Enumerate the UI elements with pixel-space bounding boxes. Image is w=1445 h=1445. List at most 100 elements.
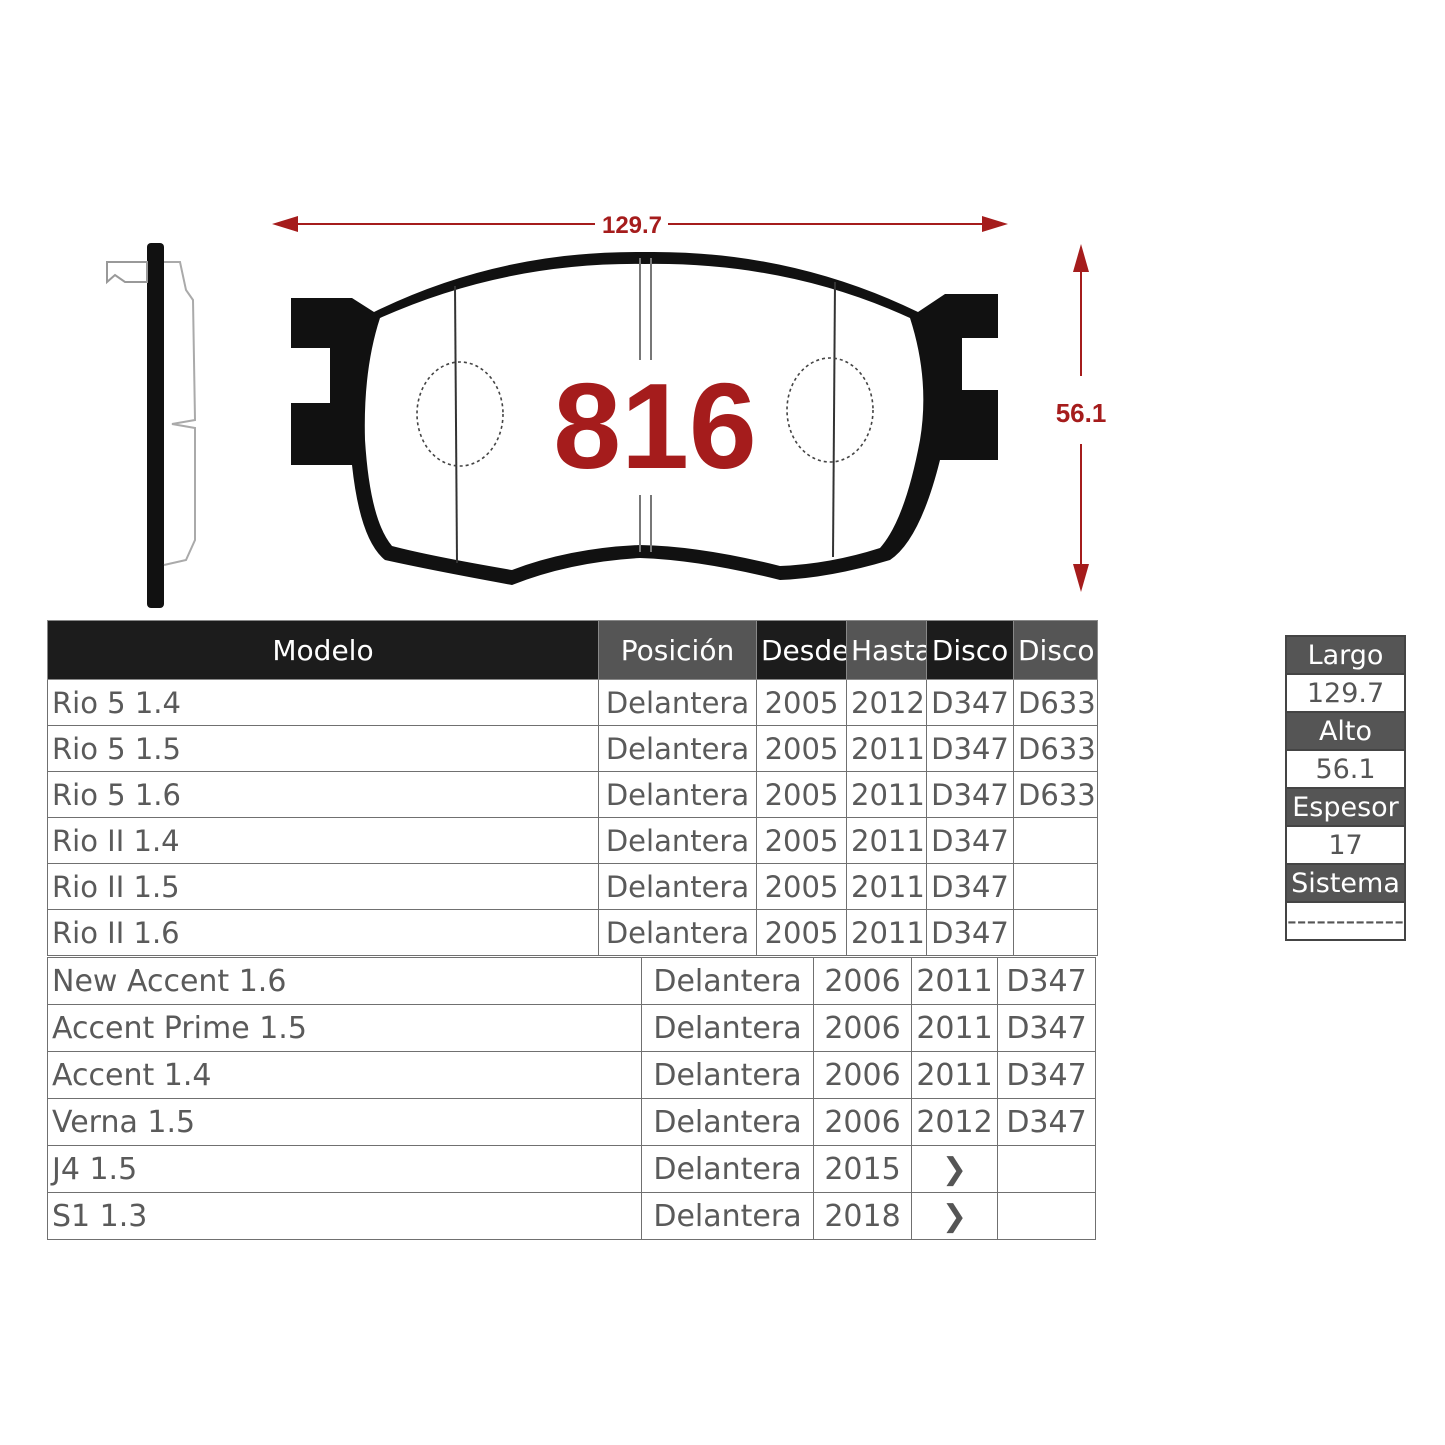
- cell-modelo: Rio 5 1.5: [47, 725, 599, 772]
- cell-desde: 2005: [756, 863, 847, 910]
- cell-desde: 2005: [756, 771, 847, 818]
- table-row: Accent Prime 1.5 Delantera 2006 2011 D34…: [47, 1004, 1096, 1052]
- brake-pad-diagram: 129.7 56.1 816: [106, 212, 1107, 608]
- height-label: 56.1: [1056, 398, 1107, 428]
- cell-disco: D347: [997, 1098, 1096, 1146]
- table-row: Rio 5 1.6 Delantera 2005 2011 D347 D633: [47, 771, 1098, 818]
- cell-posicion: Delantera: [641, 1098, 814, 1146]
- cell-posicion: Delantera: [641, 1004, 814, 1052]
- table-row: New Accent 1.6 Delantera 2006 2011 D347: [47, 957, 1096, 1005]
- spec-alto-label: Alto: [1285, 711, 1406, 751]
- table-row: Rio 5 1.5 Delantera 2005 2011 D347 D633: [47, 725, 1098, 772]
- cell-disco: [997, 1145, 1096, 1193]
- cell-disco: D347: [926, 771, 1014, 818]
- chevron-right-icon: ❯: [941, 1151, 968, 1187]
- cell-desde: 2015: [813, 1145, 912, 1193]
- cell-desde: 2018: [813, 1192, 912, 1240]
- cell-modelo: Rio 5 1.4: [47, 679, 599, 726]
- chevron-right-icon: ❯: [941, 1198, 968, 1234]
- header-modelo: Modelo: [47, 620, 599, 680]
- cell-disco-2: [1013, 909, 1098, 956]
- cell-hasta: ❯: [911, 1145, 998, 1193]
- table-row: Accent 1.4 Delantera 2006 2011 D347: [47, 1051, 1096, 1099]
- cell-posicion: Delantera: [641, 1145, 814, 1193]
- cell-posicion: Delantera: [641, 1192, 814, 1240]
- cell-desde: 2005: [756, 725, 847, 772]
- cell-disco: D347: [997, 1051, 1096, 1099]
- pad-front-view: 816: [291, 251, 998, 585]
- cell-hasta: 2011: [846, 863, 927, 910]
- spec-table: Largo 129.7 Alto 56.1 Espesor 17 Sistema…: [1285, 635, 1406, 941]
- table-row: Rio II 1.4 Delantera 2005 2011 D347: [47, 817, 1098, 864]
- spec-largo-value: 129.7: [1285, 673, 1406, 713]
- width-label: 129.7: [602, 212, 662, 239]
- table-row: J4 1.5 Delantera 2015 ❯: [47, 1145, 1096, 1193]
- cell-disco: D347: [926, 909, 1014, 956]
- cell-desde: 2006: [813, 1098, 912, 1146]
- cell-posicion: Delantera: [641, 957, 814, 1005]
- cell-disco: D347: [926, 863, 1014, 910]
- cell-desde: 2005: [756, 909, 847, 956]
- cell-hasta: 2011: [911, 1004, 998, 1052]
- table-row: S1 1.3 Delantera 2018 ❯: [47, 1192, 1096, 1240]
- pad-side-profile: [106, 243, 197, 608]
- table-row: Rio II 1.6 Delantera 2005 2011 D347: [47, 909, 1098, 956]
- cell-hasta: 2012: [911, 1098, 998, 1146]
- cell-hasta: ❯: [911, 1192, 998, 1240]
- cell-modelo: Accent Prime 1.5: [47, 1004, 642, 1052]
- cell-posicion: Delantera: [598, 725, 757, 772]
- cell-modelo: Verna 1.5: [47, 1098, 642, 1146]
- cell-modelo: Rio II 1.4: [47, 817, 599, 864]
- table-row: Rio II 1.5 Delantera 2005 2011 D347: [47, 863, 1098, 910]
- cell-posicion: Delantera: [598, 771, 757, 818]
- cell-modelo: S1 1.3: [47, 1192, 642, 1240]
- table-row: Rio 5 1.4 Delantera 2005 2012 D347 D633: [47, 679, 1098, 726]
- cell-modelo: Rio 5 1.6: [47, 771, 599, 818]
- header-disco: Disco: [926, 620, 1014, 680]
- cell-posicion: Delantera: [598, 863, 757, 910]
- header-hasta: Hasta: [846, 620, 927, 680]
- cell-disco-2: D633: [1013, 679, 1098, 726]
- cell-disco-2: D633: [1013, 725, 1098, 772]
- compatibility-table-second: New Accent 1.6 Delantera 2006 2011 D347 …: [47, 957, 1096, 1240]
- width-dimension: 129.7: [272, 212, 1008, 239]
- cell-hasta: 2011: [846, 909, 927, 956]
- spec-sistema-value: ------------: [1285, 901, 1406, 941]
- cell-disco-2: D633: [1013, 771, 1098, 818]
- part-number: 816: [553, 358, 757, 494]
- cell-hasta: 2011: [846, 725, 927, 772]
- cell-hasta: 2011: [911, 1051, 998, 1099]
- cell-modelo: J4 1.5: [47, 1145, 642, 1193]
- cell-disco: D347: [926, 725, 1014, 772]
- cell-desde: 2005: [756, 817, 847, 864]
- cell-hasta: 2011: [846, 817, 927, 864]
- cell-hasta: 2011: [911, 957, 998, 1005]
- spec-espesor-value: 17: [1285, 825, 1406, 865]
- cell-hasta: 2012: [846, 679, 927, 726]
- cell-posicion: Delantera: [598, 679, 757, 726]
- header-desde: Desde: [756, 620, 847, 680]
- spec-alto-value: 56.1: [1285, 749, 1406, 789]
- header-posicion: Posición: [598, 620, 757, 680]
- cell-disco-2: [1013, 863, 1098, 910]
- cell-modelo: Accent 1.4: [47, 1051, 642, 1099]
- cell-modelo: New Accent 1.6: [47, 957, 642, 1005]
- cell-disco: D347: [926, 817, 1014, 864]
- compatibility-table-main: Modelo Posición Desde Hasta Disco Disco …: [47, 620, 1098, 956]
- cell-disco: [997, 1192, 1096, 1240]
- table-row: Verna 1.5 Delantera 2006 2012 D347: [47, 1098, 1096, 1146]
- cell-hasta: 2011: [846, 771, 927, 818]
- cell-modelo: Rio II 1.6: [47, 909, 599, 956]
- cell-disco-2: [1013, 817, 1098, 864]
- spec-largo-label: Largo: [1285, 635, 1406, 675]
- cell-posicion: Delantera: [598, 817, 757, 864]
- cell-desde: 2006: [813, 957, 912, 1005]
- cell-desde: 2005: [756, 679, 847, 726]
- cell-disco: D347: [926, 679, 1014, 726]
- cell-modelo: Rio II 1.5: [47, 863, 599, 910]
- table-header: Modelo Posición Desde Hasta Disco Disco: [47, 620, 1098, 680]
- cell-posicion: Delantera: [598, 909, 757, 956]
- cell-desde: 2006: [813, 1004, 912, 1052]
- spec-sistema-label: Sistema: [1285, 863, 1406, 903]
- header-disco-2: Disco: [1013, 620, 1098, 680]
